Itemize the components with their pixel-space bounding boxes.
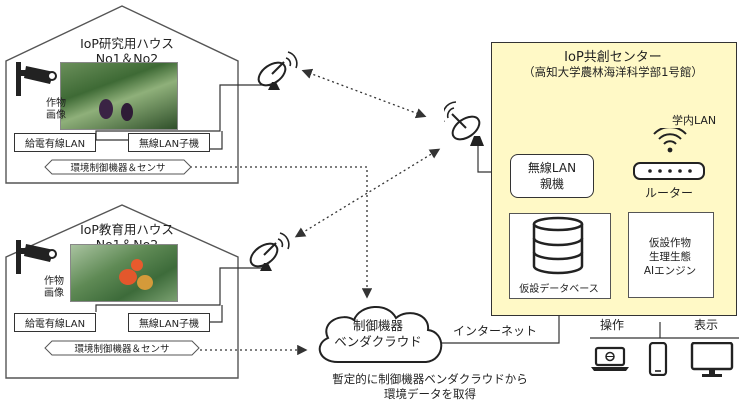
monitor-icon [690,342,734,377]
center-subtitle: （高知大学農林海洋科学部1号館） [523,65,703,79]
internet-label: インターネット [453,324,538,338]
cloud-label: 制御機器 ベンダクラウド [334,318,422,349]
database-label: 仮設データベース [519,284,599,295]
crop-photo-research [60,62,178,130]
wifi-icon [653,128,687,153]
ai-engine-label: 仮設作物 生理生態 AIエンジン [643,237,697,277]
wireless-child-box-education: 無線LAN子機 [128,313,210,332]
sensor-pill-research-shape [44,159,192,175]
antenna-icon [257,51,298,90]
laptop-icon [591,346,629,371]
ai-engine-box [628,212,714,298]
crop-photo-education [70,244,178,302]
wired-lan-box-research: 給電有線LAN [14,133,96,152]
crop-image-label-research: 作物 画像 [46,98,66,121]
wireless-child-box-research: 無線LAN子機 [128,133,210,152]
wired-lan-box-education: 給電有線LAN [14,313,96,332]
antenna-icon [444,101,484,146]
sensor-pill-education-shape [44,340,200,356]
router-label: ルーター [644,186,693,200]
router-icon [633,162,705,180]
crop-image-label-education: 作物 画像 [44,276,64,299]
cloud-icon [318,306,443,363]
wireless-lan-parent-box: 無線LAN 親機 [510,154,594,198]
center-title: IoP共創センター [564,50,662,65]
sensor-label-research: 環境制御機器＆センサ [70,163,166,174]
operate-label: 操作 [600,318,625,332]
database-icon [532,216,584,275]
smartphone-icon [648,342,668,376]
camera-icon [16,62,57,96]
campus-lan-label: 学内LAN [672,114,717,127]
antenna-icon [249,232,290,271]
sensor-label-education: 環境制御機器＆センサ [74,344,170,355]
camera-icon [16,240,57,274]
display-label: 表示 [694,318,719,332]
cloud-caption: 暫定的に制御機器ベンダクラウドから 環境データを取得 [332,372,528,401]
